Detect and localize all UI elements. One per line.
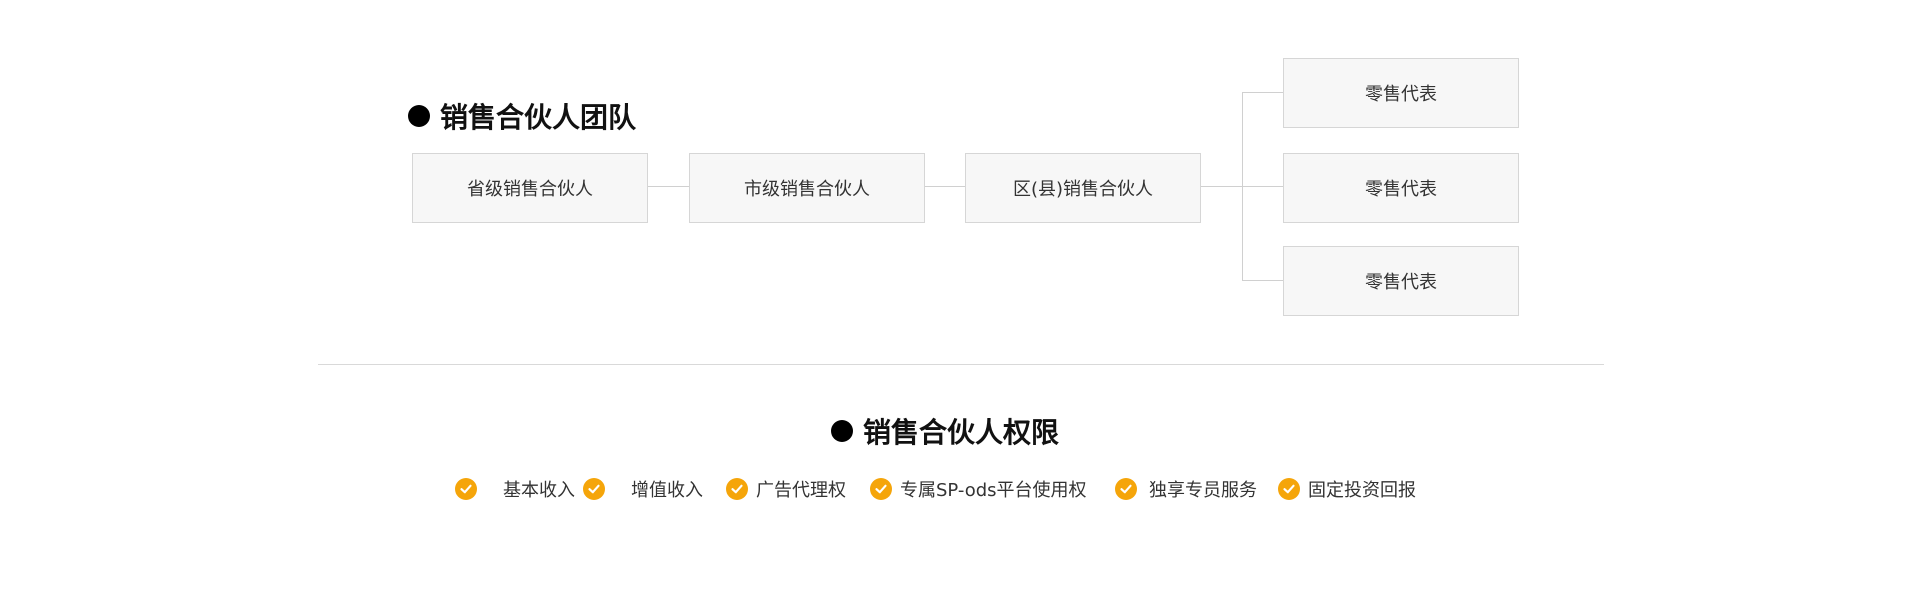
node-rep-label: 零售代表 (1365, 272, 1437, 293)
right-item-fixed-return: 固定投资回报 (1278, 476, 1416, 502)
node-city: 市级销售合伙人 (689, 153, 925, 223)
team-heading-text: 销售合伙人团队 (440, 101, 637, 134)
node-city-label: 市级销售合伙人 (744, 179, 870, 200)
connector-province-city (648, 186, 689, 187)
branch-connector-1 (1242, 92, 1283, 93)
check-circle-icon (870, 478, 892, 500)
node-rep-1: 零售代表 (1283, 58, 1519, 128)
right-item-label: 广告代理权 (756, 480, 846, 501)
connector-city-district (925, 186, 965, 187)
check-circle-icon (726, 478, 748, 500)
node-rep-label: 零售代表 (1365, 84, 1437, 105)
bullet-icon (408, 105, 430, 127)
right-item-basic-income: 基本收入 (455, 476, 575, 502)
branch-trunk (1242, 92, 1243, 281)
check-circle-icon (1115, 478, 1137, 500)
right-item-platform-use: 专属SP-ods平台使用权 (870, 476, 1087, 502)
right-item-label: 专属SP-ods平台使用权 (900, 480, 1087, 501)
bullet-icon (831, 420, 853, 442)
right-item-exclusive-service: 独享专员服务 (1115, 476, 1257, 502)
node-rep-2: 零售代表 (1283, 153, 1519, 223)
check-circle-icon (1278, 478, 1300, 500)
node-rep-3: 零售代表 (1283, 246, 1519, 316)
right-item-label: 增值收入 (631, 480, 703, 501)
team-heading: 销售合伙人团队 (408, 96, 636, 136)
node-district-label: 区(县)销售合伙人 (1012, 179, 1154, 200)
right-item-value-added-income: 增值收入 (583, 476, 703, 502)
right-item-label: 固定投资回报 (1308, 480, 1416, 501)
right-item-label: 基本收入 (503, 480, 575, 501)
node-rep-label: 零售代表 (1365, 179, 1437, 200)
section-divider (318, 364, 1604, 365)
node-province-label: 省级销售合伙人 (467, 179, 593, 200)
node-province: 省级销售合伙人 (412, 153, 648, 223)
right-item-ad-agency: 广告代理权 (726, 476, 846, 502)
check-circle-icon (583, 478, 605, 500)
rights-heading: 销售合伙人权限 (831, 411, 1059, 451)
branch-connector-3 (1242, 280, 1283, 281)
right-item-label: 独享专员服务 (1149, 480, 1257, 501)
rights-heading-text: 销售合伙人权限 (863, 416, 1060, 449)
node-district: 区(县)销售合伙人 (965, 153, 1201, 223)
check-circle-icon (455, 478, 477, 500)
